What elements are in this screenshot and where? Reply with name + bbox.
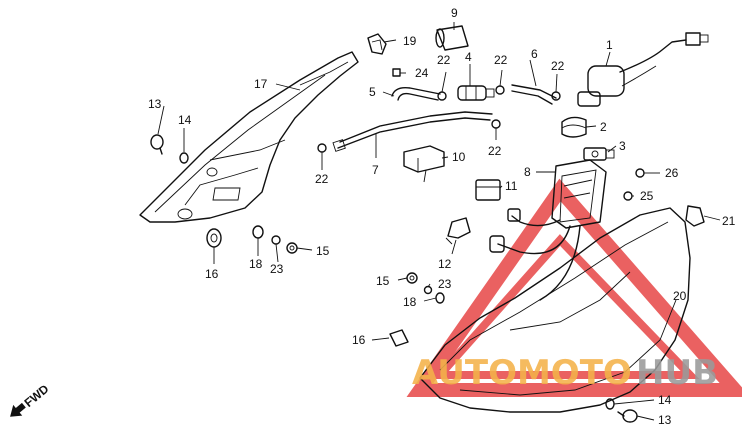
connector-3 <box>583 147 615 161</box>
label-6: 6 <box>531 47 538 61</box>
screw-23b <box>423 285 433 295</box>
label-16-b: 16 <box>352 333 366 347</box>
nut-15a <box>286 242 298 254</box>
hose-5 <box>391 86 441 101</box>
label-22-c: 22 <box>551 59 565 73</box>
grommet-16a <box>206 228 222 248</box>
rubber-21 <box>685 205 705 227</box>
label-19: 19 <box>403 34 417 48</box>
nut-15b <box>406 272 418 284</box>
hose-6 <box>511 84 557 105</box>
relay-11 <box>475 179 501 201</box>
label-11: 11 <box>505 179 518 193</box>
label-7: 7 <box>372 163 379 177</box>
fwd-label: FWD <box>22 381 52 410</box>
label-20: 20 <box>673 289 687 303</box>
label-17: 17 <box>254 77 268 91</box>
label-15-a: 15 <box>316 244 330 258</box>
label-16-a: 16 <box>205 267 219 281</box>
hose-7 <box>332 111 493 152</box>
clip-19 <box>367 33 387 55</box>
clip-24 <box>392 68 401 77</box>
label-22-a: 22 <box>437 53 451 67</box>
grommet-16b <box>389 329 409 347</box>
label-5: 5 <box>369 85 376 99</box>
collar-18a <box>252 225 264 239</box>
fwd-arrow-icon <box>10 402 26 417</box>
watermark-part2: HUB <box>636 353 718 393</box>
label-22-d: 22 <box>488 144 502 158</box>
solenoid-1 <box>577 32 709 107</box>
label-9: 9 <box>451 6 458 20</box>
bracket-12 <box>445 217 471 245</box>
label-14-b: 14 <box>658 393 672 407</box>
label-18-b: 18 <box>403 295 417 309</box>
fitting-4 <box>457 85 495 101</box>
band-2 <box>561 116 587 138</box>
bolt-13a <box>150 134 164 155</box>
label-21: 21 <box>722 214 736 228</box>
label-22-b: 22 <box>494 53 508 67</box>
label-12: 12 <box>438 257 452 271</box>
label-1: 1 <box>606 38 613 52</box>
relay-10 <box>403 145 445 183</box>
label-26: 26 <box>665 166 679 180</box>
side-cover-left <box>139 51 359 223</box>
screw-23a <box>271 235 281 245</box>
watermark-text: AUTOMOTO HUB <box>412 353 718 393</box>
label-22-e: 22 <box>315 172 329 186</box>
watermark-part1: AUTOMOTO <box>412 353 632 393</box>
label-15-b: 15 <box>376 274 390 288</box>
label-3: 3 <box>619 139 626 153</box>
label-18-a: 18 <box>249 257 263 271</box>
label-24: 24 <box>415 66 429 80</box>
cap-9 <box>435 25 469 51</box>
washer-14a <box>179 152 189 164</box>
label-10: 10 <box>452 150 466 164</box>
label-4: 4 <box>465 50 472 64</box>
label-23-a: 23 <box>270 262 284 276</box>
bolt-13b <box>617 409 638 423</box>
label-13-a: 13 <box>148 97 162 111</box>
bolt-25 <box>623 191 633 201</box>
control-unit-8 <box>489 159 607 301</box>
label-8: 8 <box>524 165 531 179</box>
collar-18b <box>435 292 445 304</box>
callout-labels: 19 9 1 4 6 22 22 22 24 5 17 13 14 2 3 22… <box>148 6 736 427</box>
leader-lines <box>157 22 721 421</box>
bolt-26 <box>635 168 645 178</box>
label-13-b: 13 <box>658 413 672 427</box>
label-23-b: 23 <box>438 277 452 291</box>
label-25: 25 <box>640 189 654 203</box>
watermark-logo <box>406 178 742 397</box>
label-14-a: 14 <box>178 113 192 127</box>
label-2: 2 <box>600 120 607 134</box>
fwd-indicator: FWD <box>10 381 52 417</box>
